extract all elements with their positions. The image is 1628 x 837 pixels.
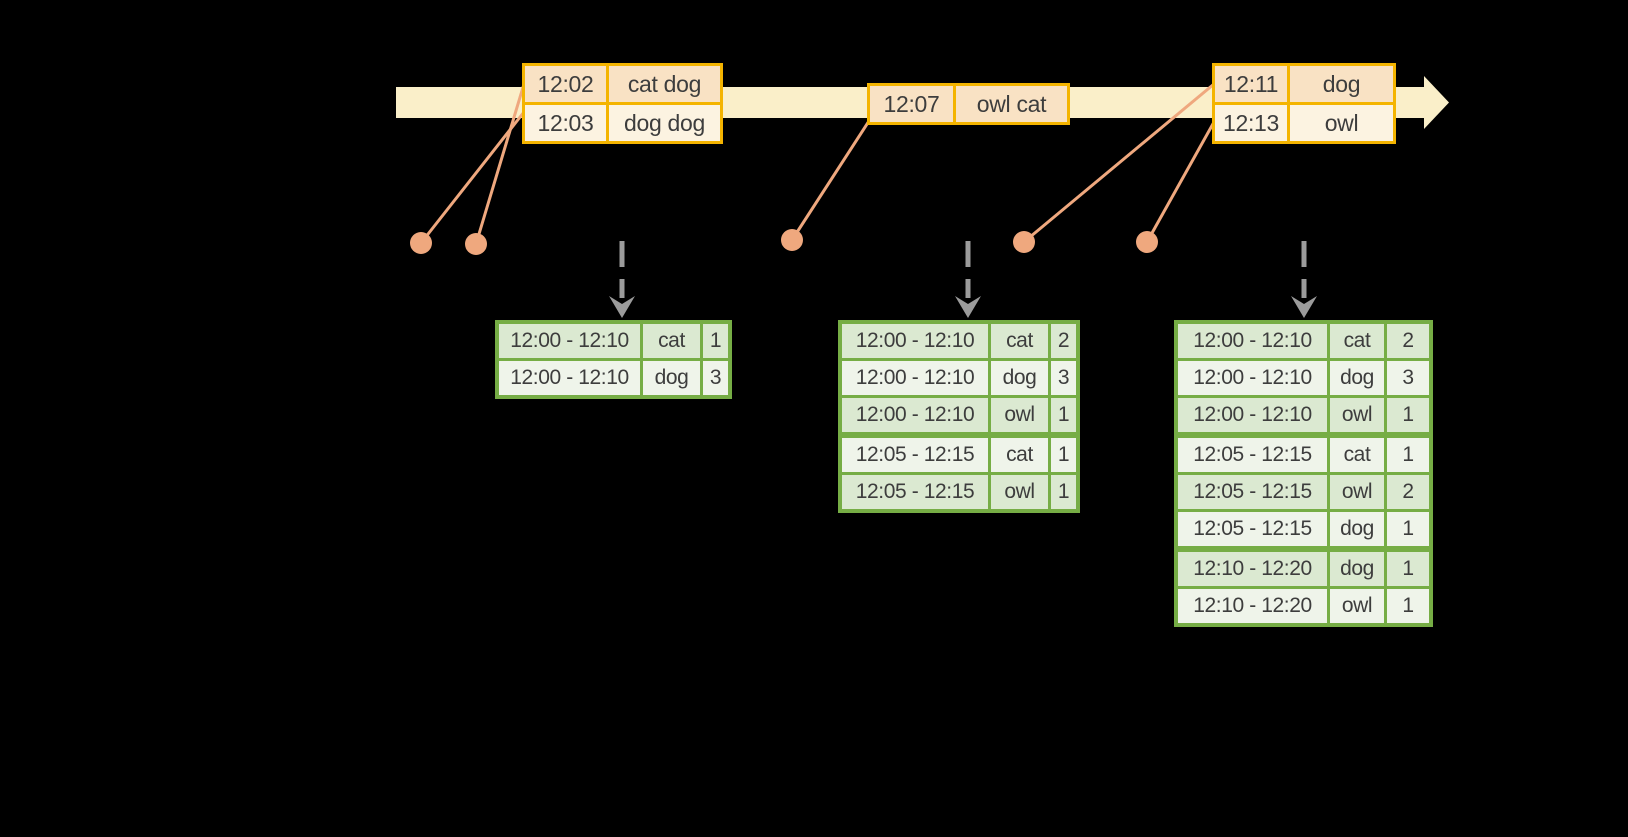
table-cell: dog (991, 361, 1048, 395)
table-cell: 2 (1051, 324, 1076, 358)
event-connector-line (474, 83, 526, 245)
table-cell: 12:05 - 12:15 (842, 475, 988, 509)
event-dot (781, 229, 803, 251)
table-cell: 2 (1387, 324, 1429, 358)
table-cell: owl (991, 398, 1048, 432)
event-connector-line (1023, 82, 1215, 244)
table-cell: 1 (703, 324, 728, 358)
table-cell: 1 (1387, 552, 1429, 586)
table-cell: dog (1330, 512, 1384, 546)
trigger-arrow-icon (1291, 241, 1317, 318)
table-cell: dog (1290, 66, 1393, 102)
table-cell: cat dog (609, 66, 720, 102)
table-cell: 12:00 - 12:10 (1178, 324, 1327, 358)
table-cell: 12:10 - 12:20 (1178, 552, 1327, 586)
table-cell: owl (991, 475, 1048, 509)
table-cell: 3 (1051, 361, 1076, 395)
table-cell: cat (1330, 324, 1384, 358)
table-cell: 12:00 - 12:10 (1178, 398, 1327, 432)
table-cell: 1 (1387, 438, 1429, 472)
trigger-arrowhead-icon (955, 296, 981, 318)
table-cell: 12:13 (1215, 105, 1287, 141)
trigger-arrow-icon (609, 241, 635, 318)
table-cell: owl cat (956, 86, 1067, 122)
table-cell: 3 (1387, 361, 1429, 395)
table-cell: dog (1330, 552, 1384, 586)
table-cell: 12:00 - 12:10 (842, 398, 988, 432)
timeline-arrowhead-icon (1424, 76, 1449, 129)
event-connector-line (790, 120, 871, 241)
table-cell: 1 (1387, 512, 1429, 546)
event-connector-line (1145, 121, 1216, 243)
table-cell: 1 (1051, 438, 1076, 472)
table-cell: cat (991, 324, 1048, 358)
trigger-arrowhead-icon (1291, 296, 1317, 318)
table-cell: 12:07 (870, 86, 953, 122)
event-dot (410, 232, 432, 254)
table-cell: 12:00 - 12:10 (842, 324, 988, 358)
table-cell: 12:05 - 12:15 (1178, 512, 1327, 546)
table-cell: 1 (1051, 398, 1076, 432)
table-cell: 1 (1387, 589, 1429, 623)
table-cell: 12:02 (525, 66, 606, 102)
table-cell: 12:10 - 12:20 (1178, 589, 1327, 623)
table-cell: cat (643, 324, 700, 358)
table-cell: dog dog (609, 105, 720, 141)
table-cell: owl (1330, 475, 1384, 509)
table-cell: owl (1290, 105, 1393, 141)
event-dot (1136, 231, 1158, 253)
trigger-arrowhead-icon (609, 296, 635, 318)
table-cell: 12:05 - 12:15 (1178, 475, 1327, 509)
table-cell: 1 (1387, 398, 1429, 432)
table-cell: cat (991, 438, 1048, 472)
trigger-arrow-icon (955, 241, 981, 318)
table-cell: 12:00 - 12:10 (499, 361, 640, 395)
table-cell: 12:11 (1215, 66, 1287, 102)
table-cell: 2 (1387, 475, 1429, 509)
table-cell: 12:00 - 12:10 (499, 324, 640, 358)
table-cell: owl (1330, 398, 1384, 432)
table-cell: 12:05 - 12:15 (842, 438, 988, 472)
table-cell: 12:00 - 12:10 (1178, 361, 1327, 395)
event-dot (1013, 231, 1035, 253)
table-cell: 12:03 (525, 105, 606, 141)
table-cell: 1 (1051, 475, 1076, 509)
table-cell: 12:00 - 12:10 (842, 361, 988, 395)
table-cell: dog (1330, 361, 1384, 395)
table-cell: 3 (703, 361, 728, 395)
event-connector-line (419, 111, 526, 244)
table-cell: owl (1330, 589, 1384, 623)
table-cell: dog (643, 361, 700, 395)
event-dot (465, 233, 487, 255)
table-cell: 12:05 - 12:15 (1178, 438, 1327, 472)
table-cell: cat (1330, 438, 1384, 472)
